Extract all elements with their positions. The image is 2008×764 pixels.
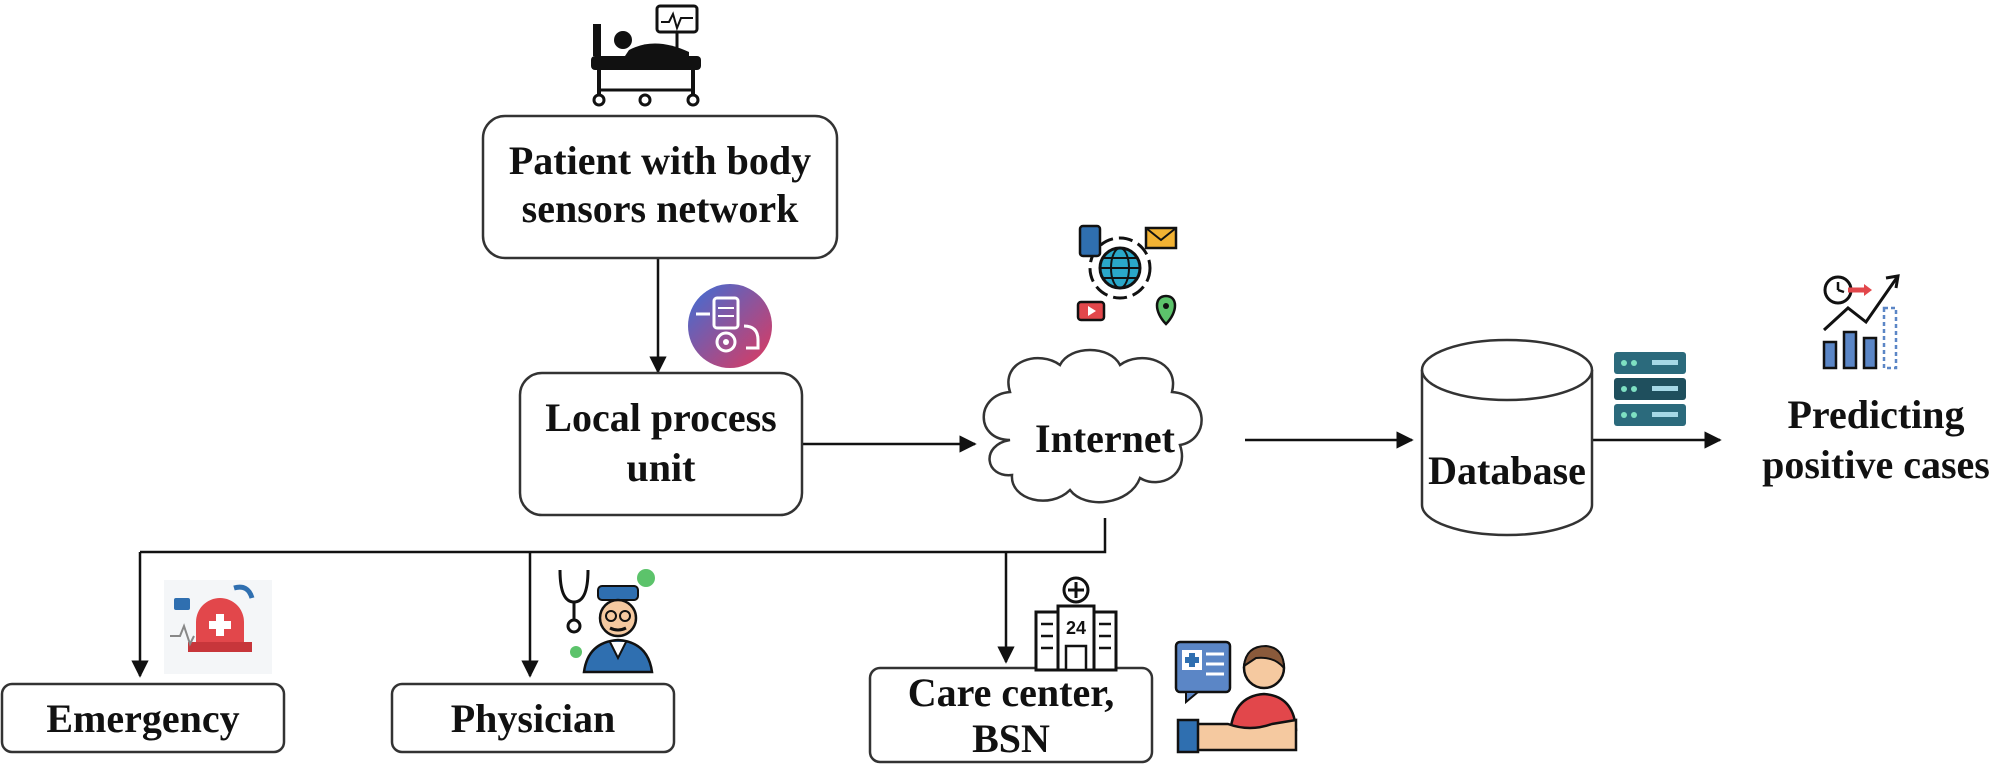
physician-box <box>390 682 676 754</box>
patient-box <box>481 114 839 260</box>
node-emergency: Emergency <box>0 682 286 754</box>
hospital-bed-monitor-icon <box>591 4 701 107</box>
care-center-label-line2: BSN <box>972 716 1050 761</box>
node-physician: Physician <box>390 682 676 754</box>
physician-label: Physician <box>451 696 615 741</box>
care-center-label-line1: Care center, <box>908 670 1115 715</box>
node-care-center: Care center, BSN <box>868 666 1154 764</box>
processing-unit-icon <box>688 284 772 368</box>
patient-label-line1: Patient with body <box>509 138 811 183</box>
database-cylinder <box>1420 370 1594 537</box>
emergency-box <box>0 682 286 754</box>
predicting-label-line1: Predicting <box>1787 392 1964 437</box>
database-label: Database <box>1428 448 1586 493</box>
svg-text:24: 24 <box>1066 618 1086 638</box>
ambulance-siren-icon <box>164 580 272 674</box>
node-predicting: Predicting positive cases <box>1762 392 1990 487</box>
globe-network-icon <box>1076 224 1178 326</box>
server-rack-icon <box>1614 352 1686 426</box>
node-patient: Patient with body sensors network <box>481 114 839 260</box>
node-database: Database <box>1420 338 1594 537</box>
connectors <box>131 258 1722 678</box>
edge-internet-down-bus <box>140 518 1107 554</box>
patient-label-line2: sensors network <box>522 186 799 231</box>
trend-chart-icon <box>1822 274 1900 370</box>
caregiver-hand-icon <box>1174 640 1298 754</box>
doctor-icon <box>558 569 655 674</box>
predicting-label-line2: positive cases <box>1762 442 1990 487</box>
internet-label: Internet <box>1035 416 1176 461</box>
hospital-24h-icon: 24 <box>1034 576 1118 672</box>
emergency-label: Emergency <box>46 696 239 741</box>
care-center-box <box>868 666 1154 764</box>
node-internet: Internet <box>982 348 1203 504</box>
node-local-process: Local process unit <box>518 371 804 517</box>
local-process-box <box>518 371 804 517</box>
local-process-label-line1: Local process <box>545 395 776 440</box>
local-process-label-line2: unit <box>627 445 697 490</box>
internet-cloud <box>982 348 1203 504</box>
